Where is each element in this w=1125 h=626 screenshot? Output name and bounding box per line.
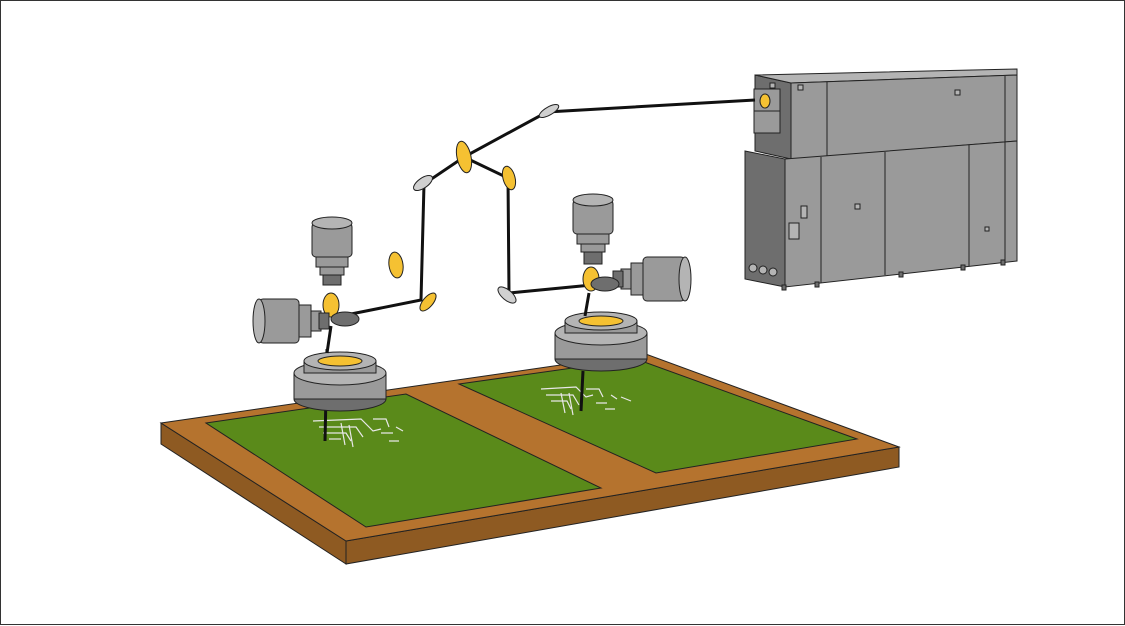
mirror-gold-3 — [388, 251, 404, 279]
cabinet-indicator — [797, 84, 804, 91]
cabinet-indicator — [769, 82, 776, 89]
mirror-gold-splitter — [455, 140, 473, 174]
cabinet-knob — [758, 265, 768, 275]
head-left-prism — [330, 311, 360, 327]
head-left-lens — [317, 355, 363, 367]
cabinet-indicator — [788, 222, 800, 240]
pcb-traces-left — [312, 418, 404, 448]
cabinet-indicator — [800, 205, 808, 219]
mirror-gold-4 — [419, 292, 437, 312]
mirror-silver-3 — [497, 286, 517, 304]
mirror-gold-2 — [501, 165, 517, 191]
laser-head-right — [554, 193, 692, 372]
beam-head-feeds — [325, 292, 591, 354]
mirror-silver-2 — [413, 174, 433, 192]
cabinet-indicator — [954, 89, 961, 96]
head-right-lens — [578, 315, 624, 327]
output-aperture — [759, 93, 771, 109]
mirror-silver-1 — [538, 104, 560, 118]
laser-source-cabinet — [744, 68, 1018, 291]
cabinet-knob — [748, 263, 758, 273]
cabinet-indicator — [854, 203, 861, 210]
beam-steering-mirrors — [388, 104, 560, 312]
head-right-prism — [590, 276, 620, 292]
pcb-fixture — [159, 352, 901, 565]
cabinet-lower-front — [784, 140, 1018, 288]
cabinet-indicator — [984, 226, 990, 232]
cabinet-knob — [768, 267, 778, 277]
laser-head-left — [252, 216, 387, 412]
